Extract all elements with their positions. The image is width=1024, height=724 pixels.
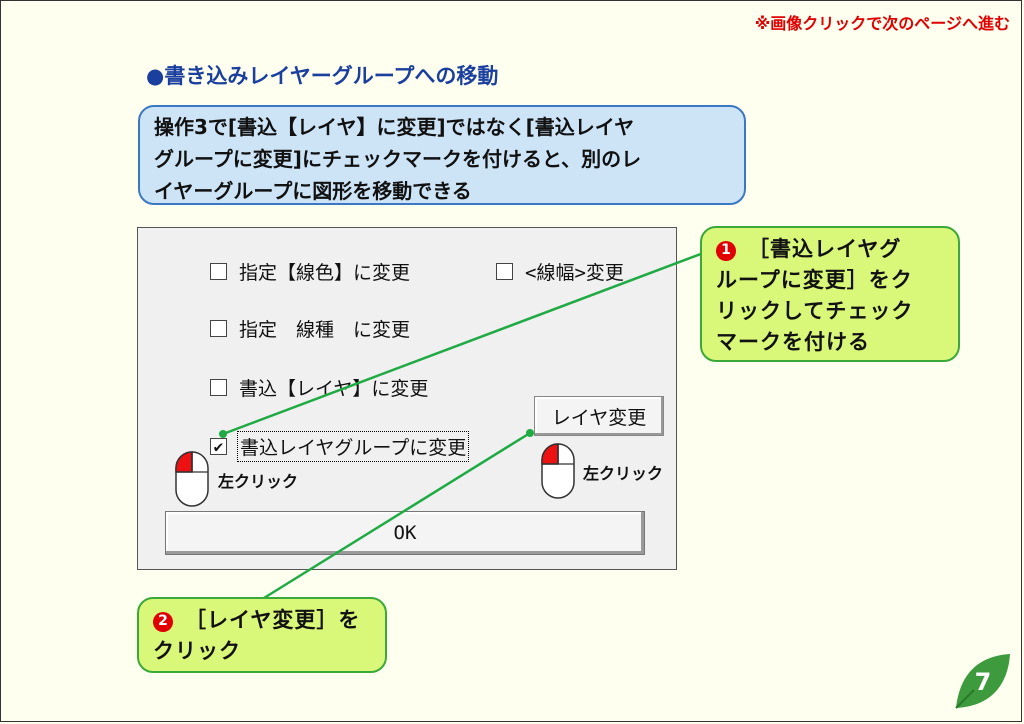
callout-2-line: クリック xyxy=(153,639,241,663)
step-2-badge: 2 xyxy=(153,611,173,632)
option-color[interactable]: 指定【線色】に変更 xyxy=(210,258,410,285)
callout-1-line: ［書込レイヤグ xyxy=(748,237,902,261)
option-linetype-label: 指定 線種 に変更 xyxy=(239,319,411,341)
next-page-hint[interactable]: ※画像クリックで次のページへ進む xyxy=(754,14,1010,33)
option-layer[interactable]: 書込【レイヤ】に変更 xyxy=(210,374,428,401)
description-box: 操作3で[書込【レイヤ】に変更]ではなく[書込レイヤ グループに変更]にチェック… xyxy=(138,105,746,205)
option-layer-group-label: 書込レイヤグループに変更 xyxy=(236,431,470,462)
step-1-badge: 1 xyxy=(716,240,736,261)
option-linetype[interactable]: 指定 線種 に変更 xyxy=(210,315,410,342)
option-width[interactable]: <線幅>変更 xyxy=(496,258,624,285)
option-layer-group[interactable]: ✔ 書込レイヤグループに変更 xyxy=(210,431,470,462)
callout-step-1: 1 ［書込レイヤグ ループに変更］をク リックしてチェック マークを付ける xyxy=(700,226,960,362)
description-line: 操作3で[書込【レイヤ】に変更]ではなく[書込レイヤ xyxy=(154,115,635,139)
leader-line-1 xyxy=(222,250,707,436)
mouse-left-click-icon xyxy=(541,443,575,499)
description-line: イヤーグループに図形を移動できる xyxy=(154,179,472,203)
callout-2-line: ［レイヤ変更］を xyxy=(185,608,361,632)
page-number: 7 xyxy=(975,668,992,696)
leader-dot-1 xyxy=(219,430,227,438)
checkbox-layer-group[interactable]: ✔ xyxy=(210,438,227,455)
checkbox-width[interactable] xyxy=(496,263,513,280)
property-dialog: 指定【線色】に変更 <線幅>変更 指定 線種 に変更 書込【レイヤ】に変更 ✔ … xyxy=(137,227,677,570)
checkbox-linetype[interactable] xyxy=(210,320,227,337)
description-line: グループに変更]にチェックマークを付けると、別のレ xyxy=(154,147,642,171)
checkbox-color[interactable] xyxy=(210,263,227,280)
leader-dot-2 xyxy=(526,429,534,437)
option-width-label: <線幅>変更 xyxy=(525,262,624,284)
option-color-label: 指定【線色】に変更 xyxy=(239,262,411,284)
leader-line-2 xyxy=(263,431,531,600)
callout-step-2: 2 ［レイヤ変更］を クリック xyxy=(137,597,387,673)
section-title: ●書き込みレイヤーグループへの移動 xyxy=(146,64,499,88)
option-layer-label: 書込【レイヤ】に変更 xyxy=(239,378,429,400)
checkbox-layer[interactable] xyxy=(210,379,227,396)
left-click-label: 左クリック xyxy=(218,472,299,491)
callout-1-line: マークを付ける xyxy=(716,330,870,354)
left-click-label: 左クリック xyxy=(583,464,664,483)
page-number-leaf-icon: 7 xyxy=(955,654,1010,709)
callout-1-line: ループに変更］をク xyxy=(716,268,913,292)
layer-change-button[interactable]: レイヤ変更 xyxy=(534,396,664,436)
mouse-left-click-icon xyxy=(175,451,209,507)
callout-1-line: リックしてチェック xyxy=(716,299,914,323)
